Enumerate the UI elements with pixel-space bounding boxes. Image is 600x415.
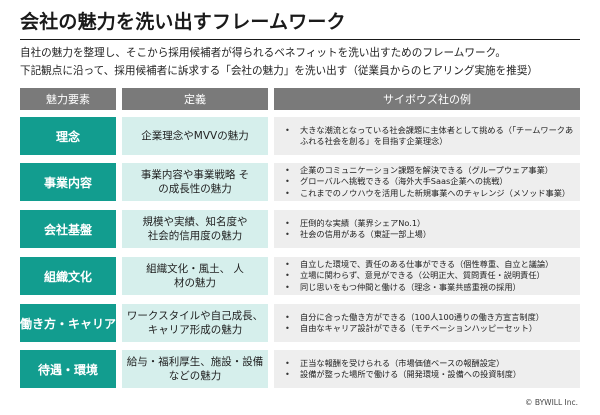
example-item: 同じ思いをもつ仲間と働ける（理念・事業共感重視の採用）	[282, 282, 574, 294]
example-item: グローバルへ挑戦できる（海外大手Saas企業への挑戦）	[282, 176, 574, 188]
definition-text: 規模や実績、知名度や 社会的信用度の魅力	[142, 216, 248, 242]
example-item: 大きな潮流となっている社会課題に主体者として挑める（「チームワークあふれる社会を…	[282, 125, 574, 148]
example-item: 自立した環境で、責任のある仕事ができる（個性尊重、自立と議論）	[282, 259, 574, 271]
example-item: 立場に関わらず、意見ができる（公明正大、質問責任・説明責任）	[282, 270, 574, 282]
table-row: 組織文化 組織文化・風土、 人材の魅力 自立した環境で、責任のある仕事ができる（…	[20, 257, 580, 295]
definition-text: ワークスタイルや自己成長、 キャリア形成の魅力	[126, 310, 264, 336]
example-item: 自由なキャリア設計ができる（モチベーションハッピーセット）	[282, 323, 574, 335]
category-cell: 事業内容	[20, 163, 116, 201]
definition-cell: 規模や実績、知名度や 社会的信用度の魅力	[122, 210, 268, 248]
category-cell: 会社基盤	[20, 210, 116, 248]
table-row: 働き方・キャリア ワークスタイルや自己成長、 キャリア形成の魅力 自分に合った働…	[20, 304, 580, 342]
definition-text: 給与・福利厚生、施設・設備 などの魅力	[126, 356, 264, 382]
example-cell: 自立した環境で、責任のある仕事ができる（個性尊重、自立と議論） 立場に関わらず、…	[274, 257, 580, 295]
table-row: 待遇・環境 給与・福利厚生、施設・設備 などの魅力 正当な報酬を受けられる（市場…	[20, 350, 580, 388]
intro-line-2: 下記観点に沿って、採用候補者に訴求する「会社の魅力」を洗い出す（従業員からのヒア…	[20, 64, 539, 77]
category-cell: 働き方・キャリア	[20, 304, 116, 342]
header-definition: 定義	[122, 88, 268, 110]
header-example: サイボウズ社の例	[274, 88, 580, 110]
category-cell: 理念	[20, 117, 116, 155]
category-cell: 待遇・環境	[20, 350, 116, 388]
page-title: 会社の魅力を洗い出すフレームワーク	[20, 11, 346, 33]
table-row: 会社基盤 規模や実績、知名度や 社会的信用度の魅力 圧倒的な実績（業界シェアNo…	[20, 210, 580, 248]
example-cell: 正当な報酬を受けられる（市場価値ベースの報酬設定） 設備が整った場所で働ける（開…	[274, 350, 580, 388]
table-row: 事業内容 事業内容や事業戦略 その成長性の魅力 企業のコミュニケーション課題を解…	[20, 163, 580, 201]
example-cell: 大きな潮流となっている社会課題に主体者として挑める（「チームワークあふれる社会を…	[274, 117, 580, 155]
intro-text: 自社の魅力を整理し、そこから採用候補者が得られるベネフィットを洗い出すためのフレ…	[20, 45, 585, 80]
example-cell: 圧倒的な実績（業界シェアNo.1） 社会の信用がある（東証一部上場）	[274, 210, 580, 248]
definition-text: 事業内容や事業戦略 その成長性の魅力	[140, 169, 250, 195]
example-cell: 企業のコミュニケーション課題を解決できる（グループウェア事業） グローバルへ挑戦…	[274, 163, 580, 201]
example-cell: 自分に合った働き方ができる（100人100通りの働き方宣言制度） 自由なキャリア…	[274, 304, 580, 342]
example-item: 企業のコミュニケーション課題を解決できる（グループウェア事業）	[282, 165, 574, 177]
example-item: これまでのノウハウを活用した新規事業へのチャレンジ（メソッド事業）	[282, 188, 574, 200]
table-row: 理念 企業理念やMVVの魅力 大きな潮流となっている社会課題に主体者として挑める…	[20, 117, 580, 155]
intro-line-1: 自社の魅力を整理し、そこから採用候補者が得られるベネフィットを洗い出すためのフレ…	[20, 47, 506, 59]
header-category: 魅力要素	[20, 88, 116, 110]
definition-text: 組織文化・風土、 人材の魅力	[146, 263, 244, 289]
definition-cell: 給与・福利厚生、施設・設備 などの魅力	[122, 350, 268, 388]
definition-cell: 組織文化・風土、 人材の魅力	[122, 257, 268, 295]
definition-cell: ワークスタイルや自己成長、 キャリア形成の魅力	[122, 304, 268, 342]
definition-cell: 事業内容や事業戦略 その成長性の魅力	[122, 163, 268, 201]
category-cell: 組織文化	[20, 257, 116, 295]
definition-cell: 企業理念やMVVの魅力	[122, 117, 268, 155]
example-item: 社会の信用がある（東証一部上場）	[282, 229, 574, 241]
example-item: 自分に合った働き方ができる（100人100通りの働き方宣言制度）	[282, 312, 574, 324]
copyright-text: © BYWILL Inc.	[524, 398, 578, 407]
example-item: 設備が整った場所で働ける（開発環境・設備への投資制度）	[282, 369, 574, 381]
example-item: 正当な報酬を受けられる（市場価値ベースの報酬設定）	[282, 358, 574, 370]
title-area: 会社の魅力を洗い出すフレームワーク	[20, 8, 580, 40]
example-item: 圧倒的な実績（業界シェアNo.1）	[282, 218, 574, 230]
